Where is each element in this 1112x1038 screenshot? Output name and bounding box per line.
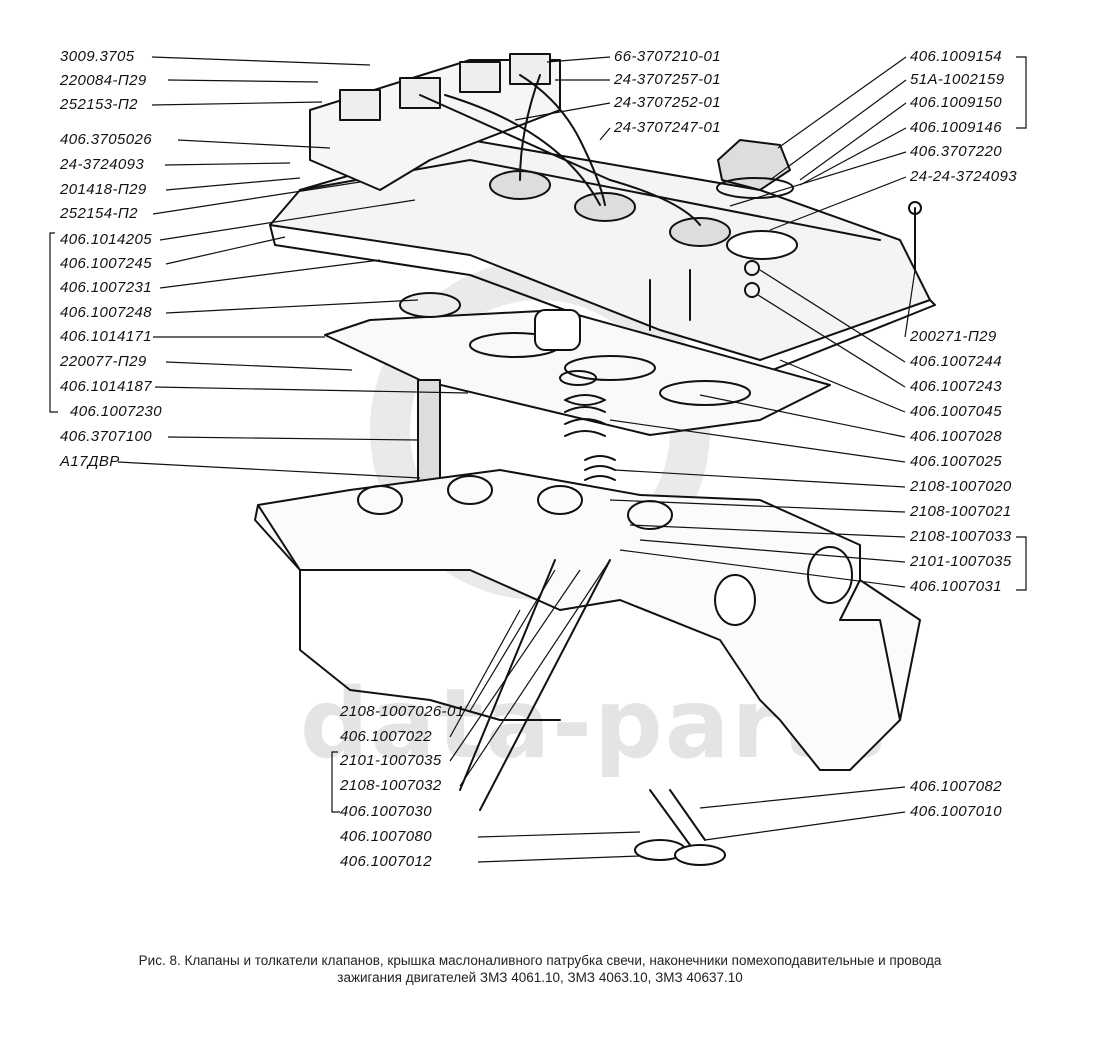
label-406-1007080: 406.1007080 <box>340 828 432 845</box>
label-406-1007248: 406.1007248 <box>60 304 152 321</box>
label-406-1007243: 406.1007243 <box>910 378 1002 395</box>
label-200271-p29: 200271-П29 <box>910 328 997 345</box>
label-406-1014187: 406.1014187 <box>60 378 152 395</box>
label-406-1009146: 406.1009146 <box>910 119 1002 136</box>
label-252153-p2: 252153-П2 <box>60 96 138 113</box>
ignition-coil <box>309 53 701 226</box>
label-24-3707257-01: 24-3707257-01 <box>614 71 721 88</box>
label-24-24-3724093: 24-24-3724093 <box>910 168 1017 185</box>
label-2108-1007032: 2108-1007032 <box>340 777 442 794</box>
label-252154-p2: 252154-П2 <box>60 205 138 222</box>
label-406-1007230: 406.1007230 <box>70 403 162 420</box>
label-2108-1007021: 2108-1007021 <box>910 503 1012 520</box>
label-406-1009150: 406.1009150 <box>910 94 1002 111</box>
label-2101-1007035-bottom: 2101-1007035 <box>340 752 442 769</box>
leader-lines <box>49 56 1027 863</box>
label-406-1007031: 406.1007031 <box>910 578 1002 595</box>
label-406-1007025: 406.1007025 <box>910 453 1002 470</box>
label-406-1007231: 406.1007231 <box>60 279 152 296</box>
label-66-3707210-01: 66-3707210-01 <box>614 48 721 65</box>
cover-gasket <box>324 309 831 436</box>
label-406-1007012: 406.1007012 <box>340 853 432 870</box>
label-406-1009154: 406.1009154 <box>910 48 1002 65</box>
label-406-1007010: 406.1007010 <box>910 803 1002 820</box>
label-406-1007082: 406.1007082 <box>910 778 1002 795</box>
label-24-3707252-01: 24-3707252-01 <box>614 94 721 111</box>
label-406-1007245: 406.1007245 <box>60 255 152 272</box>
label-406-3707220: 406.3707220 <box>910 143 1002 160</box>
label-24-3724093: 24-3724093 <box>60 156 145 173</box>
label-406-3705026: 406.3705026 <box>60 131 152 148</box>
label-406-1007244: 406.1007244 <box>910 353 1002 370</box>
label-406-1007022: 406.1007022 <box>340 728 432 745</box>
label-24-3707247-01: 24-3707247-01 <box>614 119 721 136</box>
caption-line-2: зажигания двигателей ЗМЗ 4061.10, ЗМЗ 40… <box>337 970 743 985</box>
label-2108-1007020: 2108-1007020 <box>910 478 1012 495</box>
caption-line-1: Рис. 8. Клапаны и толкатели клапанов, кр… <box>138 953 942 968</box>
label-51a-1002159: 51А-1002159 <box>910 71 1005 88</box>
label-2108-1007033: 2108-1007033 <box>910 528 1012 545</box>
spark-plug-tube <box>399 292 581 502</box>
label-406-1014205: 406.1014205 <box>60 231 152 248</box>
label-406-1007045: 406.1007045 <box>910 403 1002 420</box>
label-406-1014171: 406.1014171 <box>60 328 152 345</box>
label-406-1007030: 406.1007030 <box>340 803 432 820</box>
label-3009-3705: 3009.3705 <box>60 48 135 65</box>
label-2108-1007026-01: 2108-1007026-01 <box>340 703 465 720</box>
cylinder-head <box>254 469 921 771</box>
label-406-1007028: 406.1007028 <box>910 428 1002 445</box>
label-220084-p29: 220084-П29 <box>60 72 147 89</box>
figure-caption: Рис. 8. Клапаны и толкатели клапанов, кр… <box>60 952 1020 986</box>
label-a17dvr: А17ДВР <box>60 453 120 470</box>
label-2101-1007035-right: 2101-1007035 <box>910 553 1012 570</box>
oil-filler-cap <box>716 139 794 199</box>
valves-lower <box>459 559 726 866</box>
label-201418-p29: 201418-П29 <box>60 181 147 198</box>
label-220077-p29: 220077-П29 <box>60 353 147 370</box>
cover-bolt-right <box>908 201 922 271</box>
label-406-3707100: 406.3707100 <box>60 428 152 445</box>
